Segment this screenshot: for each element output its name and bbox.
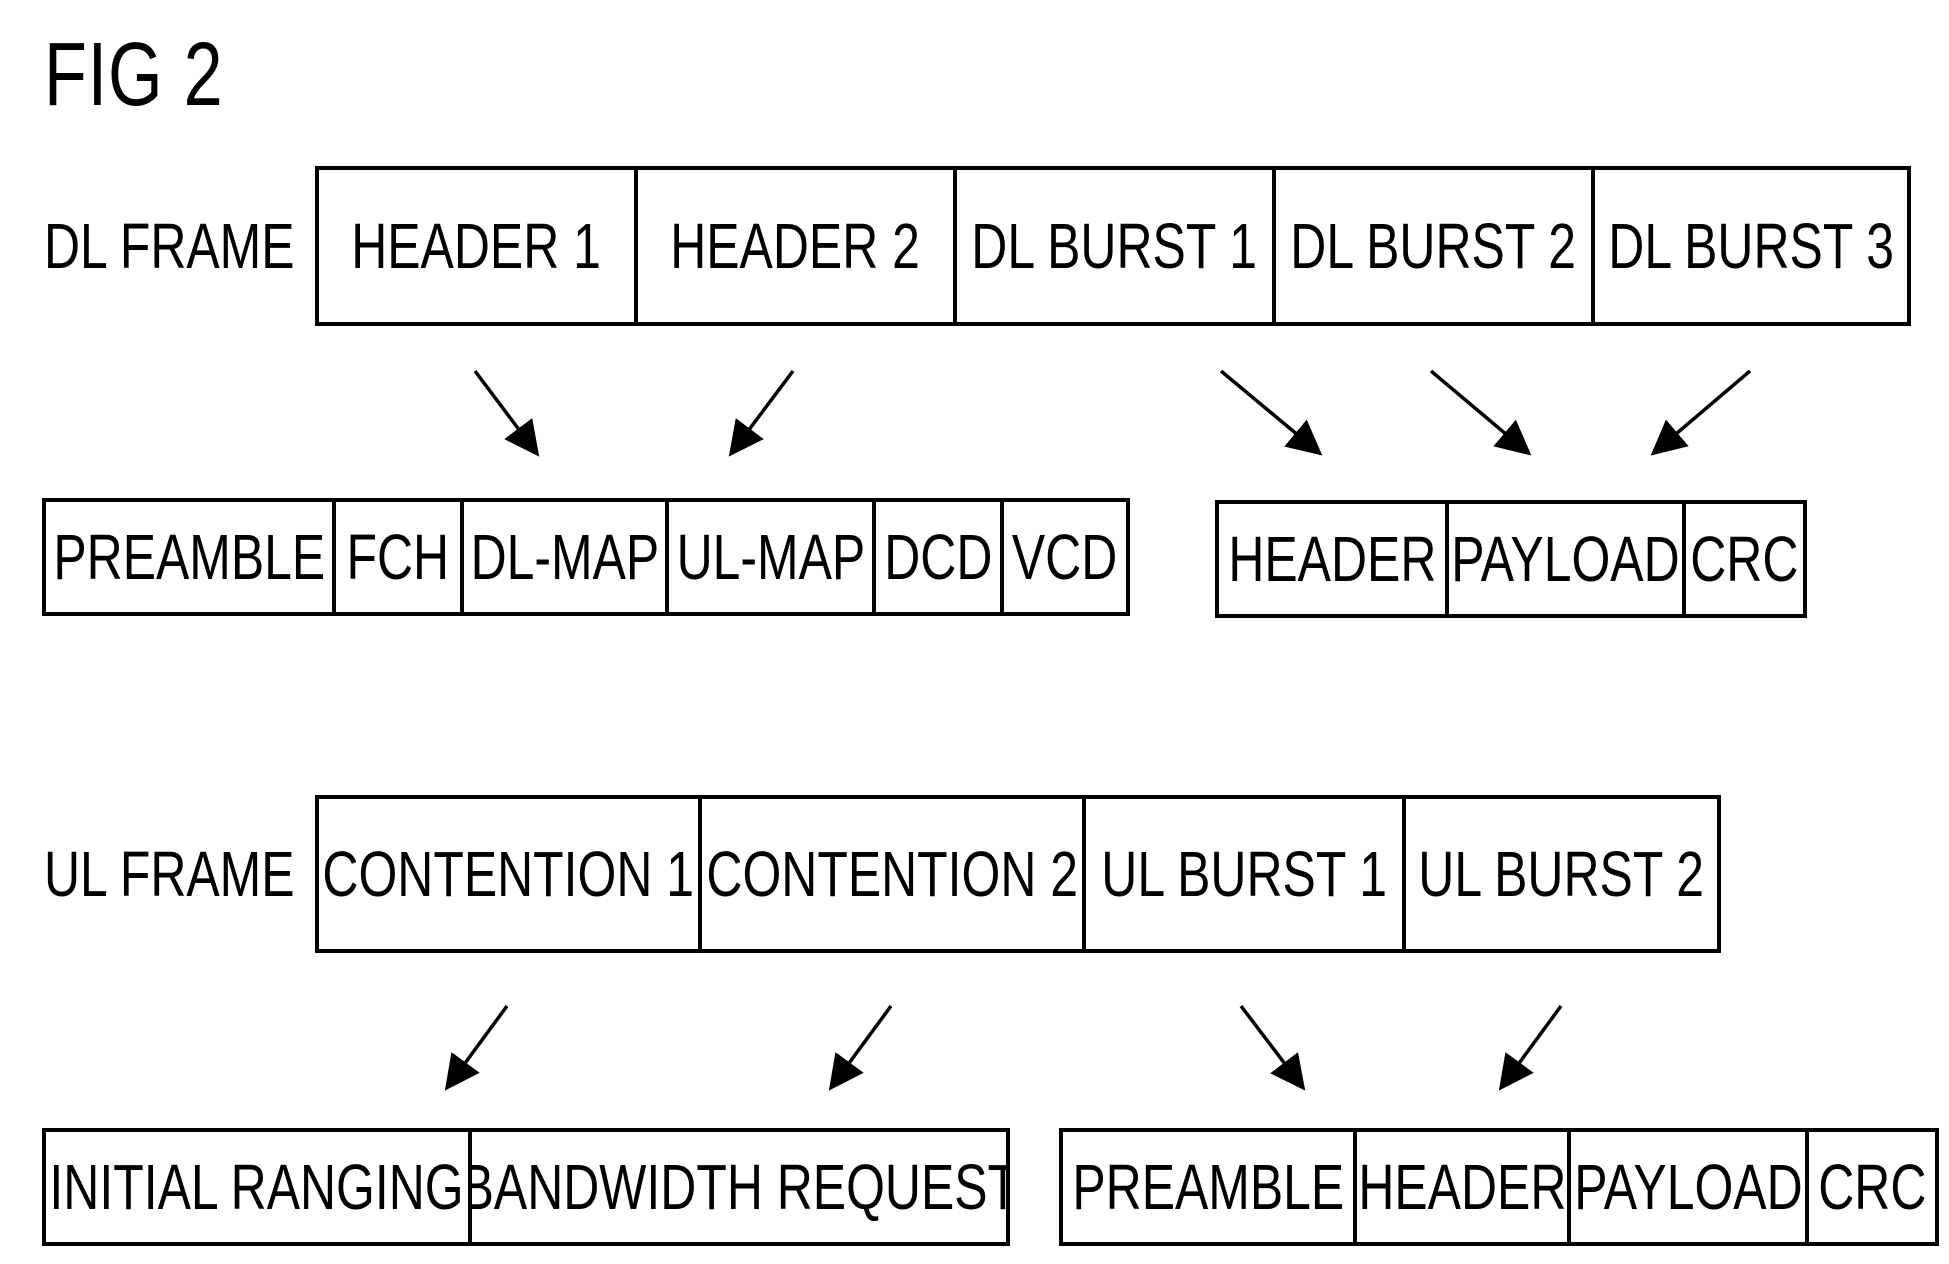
arrow-dl-burst1-to-detail: [1221, 371, 1317, 451]
ul-frame: CONTENTION 1 CONTENTION 2 UL BURST 1 UL …: [315, 795, 1721, 953]
arrow-ul-burst2-to-detail: [1503, 1006, 1561, 1085]
ul-burst-detail-payload: PAYLOAD: [1571, 1132, 1809, 1242]
dl-frame: HEADER 1 HEADER 2 DL BURST 1 DL BURST 2 …: [315, 166, 1911, 326]
ul-contention-detail-bandwidth-request: BANDWIDTH REQUEST: [472, 1132, 1006, 1242]
dl-frame-cell-dl-burst-2: DL BURST 2: [1276, 170, 1595, 322]
arrow-contention2-to-detail: [833, 1006, 891, 1085]
dl-frame-label: DL FRAME: [44, 214, 295, 278]
dl-burst-detail-payload: PAYLOAD: [1449, 504, 1686, 614]
arrow-dl-burst2-to-detail: [1431, 371, 1526, 451]
arrow-dl-burst3-to-detail: [1656, 371, 1750, 451]
arrow-contention1-to-detail: [449, 1006, 507, 1085]
figure-title: FIG 2: [44, 30, 223, 120]
ul-burst-detail-preamble: PREAMBLE: [1063, 1132, 1357, 1242]
dl-header-detail-dl-map: DL-MAP: [464, 502, 669, 612]
ul-frame-cell-ul-burst-1: UL BURST 1: [1086, 799, 1406, 949]
ul-burst-detail-crc: CRC: [1809, 1132, 1935, 1242]
ul-contention-detail-frame: INITIAL RANGING BANDWIDTH REQUEST: [42, 1128, 1010, 1246]
dl-frame-cell-header-1: HEADER 1: [319, 170, 638, 322]
ul-frame-label: UL FRAME: [44, 842, 295, 906]
dl-burst-detail-header: HEADER: [1219, 504, 1449, 614]
dl-header-detail-vcd: VCD: [1004, 502, 1126, 612]
dl-header-detail-dcd: DCD: [876, 502, 1004, 612]
ul-frame-cell-contention-1: CONTENTION 1: [319, 799, 702, 949]
arrow-header1-to-detail: [475, 371, 535, 451]
ul-contention-detail-initial-ranging: INITIAL RANGING: [46, 1132, 472, 1242]
ul-frame-cell-ul-burst-2: UL BURST 2: [1406, 799, 1717, 949]
dl-frame-cell-dl-burst-1: DL BURST 1: [957, 170, 1276, 322]
arrow-header2-to-detail: [733, 371, 793, 451]
dl-frame-cell-header-2: HEADER 2: [638, 170, 957, 322]
dl-burst-detail-frame: HEADER PAYLOAD CRC: [1215, 500, 1807, 618]
ul-burst-detail-frame: PREAMBLE HEADER PAYLOAD CRC: [1059, 1128, 1939, 1246]
ul-burst-detail-header: HEADER: [1357, 1132, 1571, 1242]
dl-frame-cell-dl-burst-3: DL BURST 3: [1595, 170, 1907, 322]
dl-burst-detail-crc: CRC: [1686, 504, 1803, 614]
dl-header-detail-preamble: PREAMBLE: [46, 502, 336, 612]
arrow-ul-burst1-to-detail: [1241, 1006, 1301, 1085]
dl-header-detail-ul-map: UL-MAP: [669, 502, 876, 612]
ul-frame-cell-contention-2: CONTENTION 2: [702, 799, 1086, 949]
dl-header-detail-frame: PREAMBLE FCH DL-MAP UL-MAP DCD VCD: [42, 498, 1130, 616]
dl-header-detail-fch: FCH: [336, 502, 464, 612]
